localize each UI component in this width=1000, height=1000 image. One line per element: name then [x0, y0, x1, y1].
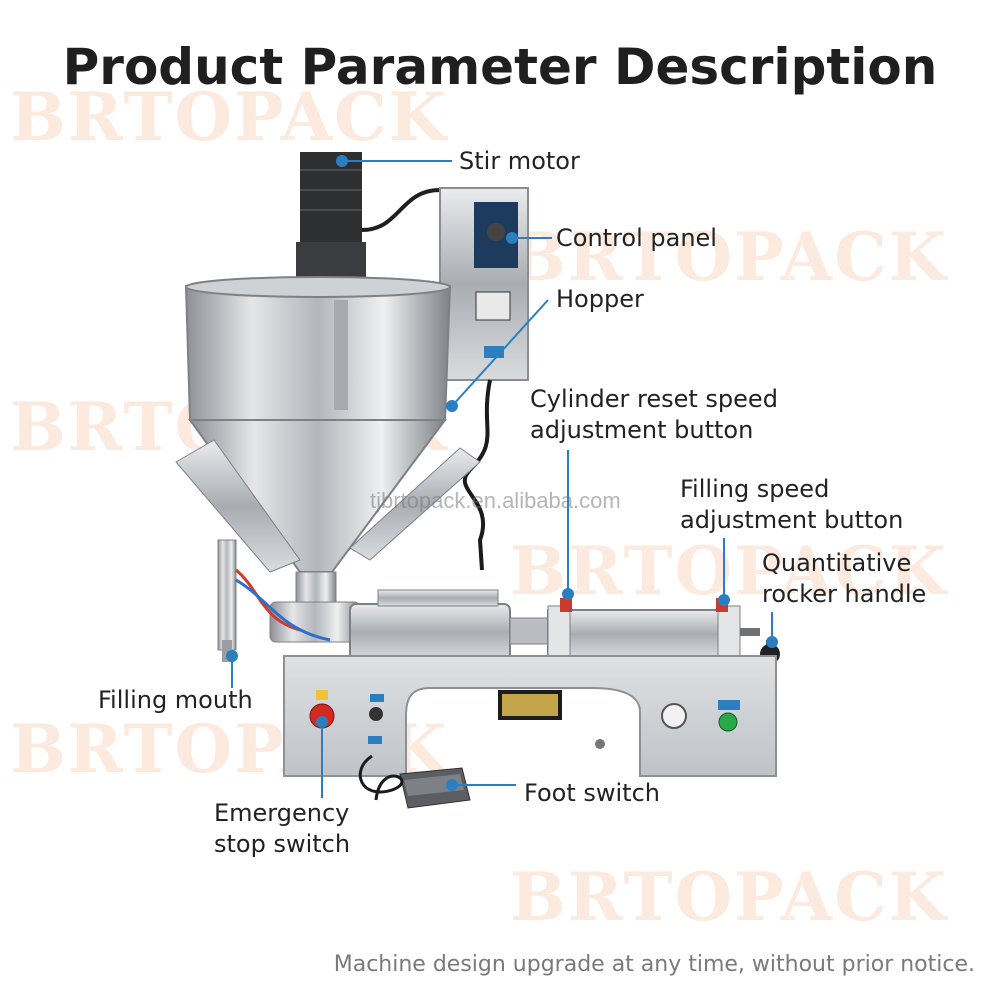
label-filling-mouth: Filling mouth	[98, 686, 253, 714]
machine-base	[283, 655, 777, 777]
label-filling-speed-line2: adjustment button	[680, 506, 904, 534]
footer-note: Machine design upgrade at any time, with…	[333, 952, 975, 977]
label-control-panel: Control panel	[556, 224, 717, 252]
page-title: Product Parameter Description	[62, 38, 938, 96]
label-stir-motor: Stir motor	[459, 147, 580, 175]
watermark-brand: BRTOPACK	[510, 218, 949, 296]
watermark-brand: BRTOPACK	[510, 858, 949, 936]
label-cylinder-reset-line1: Cylinder reset speed	[530, 385, 778, 413]
label-rocker-line1: Quantitative	[762, 549, 912, 577]
label-filling-speed-line1: Filling speed	[680, 475, 830, 503]
label-foot-switch: Foot switch	[524, 779, 660, 807]
label-emergency-line2: stop switch	[214, 830, 351, 858]
watermark-brand: BRTOPACK	[10, 78, 449, 156]
label-cylinder-reset-line2: adjustment button	[530, 416, 754, 444]
label-hopper: Hopper	[556, 285, 644, 313]
watermark-website: tjbrtopack.en.alibaba.com	[370, 488, 621, 513]
label-rocker-line2: rocker handle	[762, 580, 927, 608]
stir-motor-body	[300, 152, 362, 250]
label-emergency-line1: Emergency	[214, 799, 350, 827]
